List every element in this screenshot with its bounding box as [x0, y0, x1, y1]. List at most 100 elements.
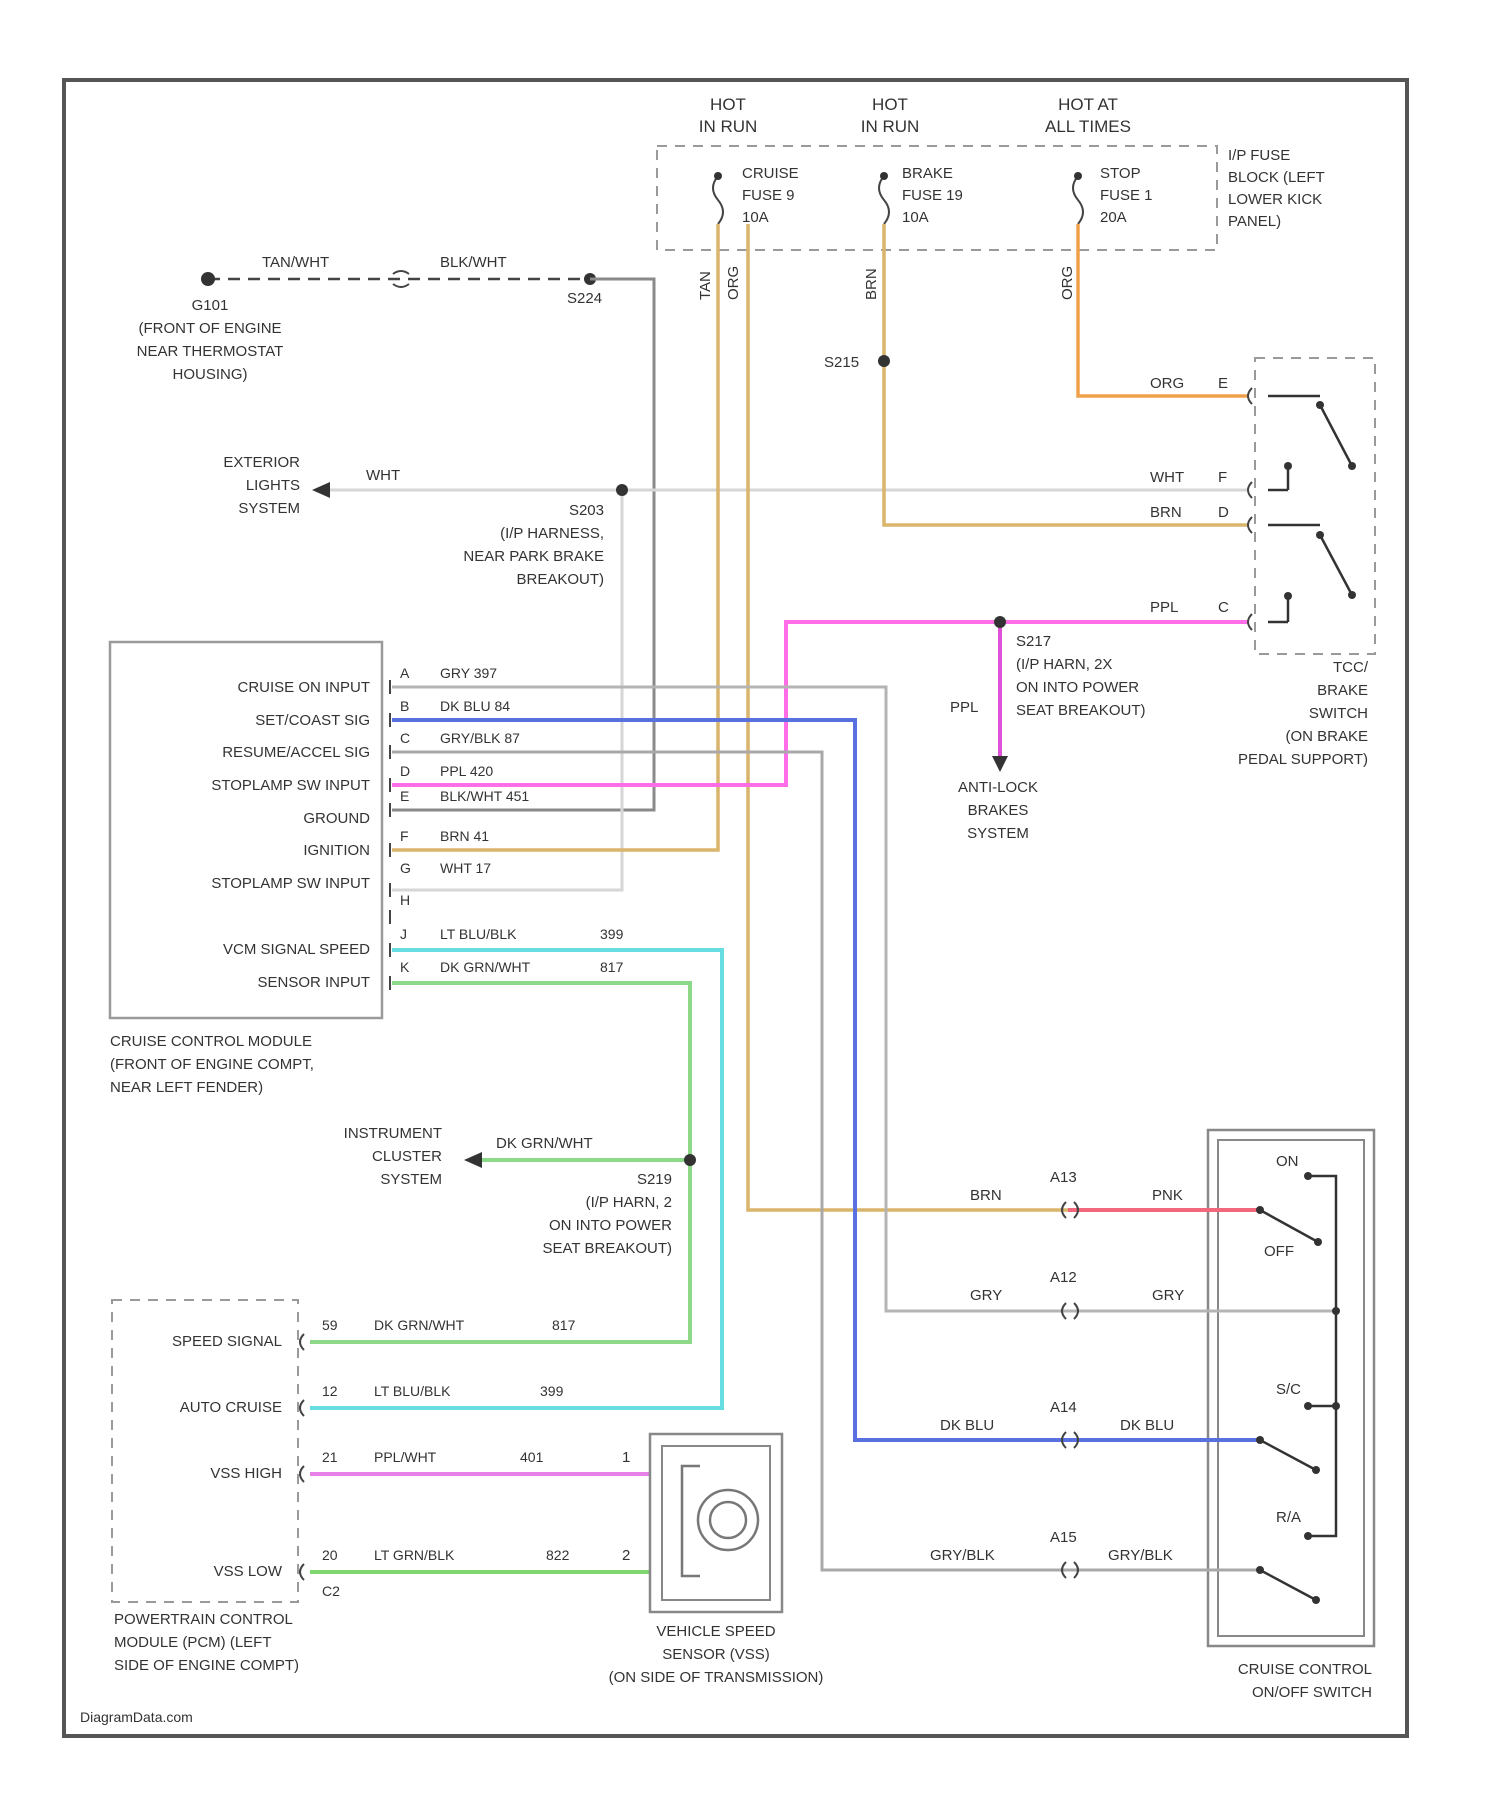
pcm-pin-number: 12 — [322, 1383, 338, 1399]
switch-left-wire-label: GRY/BLK — [930, 1547, 995, 1564]
ccm-wire-label: PPL 420 — [440, 763, 493, 779]
ccm-pin-label: STOPLAMP SW INPUT — [211, 777, 370, 794]
pcm-pin-label: VSS LOW — [214, 1563, 283, 1580]
pcm-connector-label: C2 — [322, 1583, 340, 1599]
instrument-wire-label: DK GRN/WHT — [496, 1135, 593, 1152]
tcc-connector-icon — [1248, 388, 1252, 630]
fuse-wire-tag: ORG — [725, 266, 742, 300]
ccm-wire-label: DK GRN/WHT — [440, 959, 531, 975]
ccm-pin-letter: G — [400, 860, 411, 876]
splice-s215-label: S215 — [824, 354, 859, 371]
vss-sensor-icon — [682, 1466, 758, 1576]
switch-pin-label: A15 — [1050, 1529, 1077, 1546]
pcm-pin-number: 20 — [322, 1547, 338, 1563]
ccm-circuit-label: 817 — [600, 959, 624, 975]
ccm-pin-label: CRUISE ON INPUT — [237, 679, 370, 696]
switch-position-label: R/A — [1276, 1509, 1301, 1526]
ccm-pin-label: GROUND — [303, 810, 370, 827]
switch-right-wire-label: DK BLU — [1120, 1417, 1174, 1434]
ccm-pin-letter: A — [400, 665, 410, 681]
tcc-wire-label: WHT — [1150, 469, 1184, 486]
pcm-wire-label: LT BLU/BLK — [374, 1383, 451, 1399]
pcm-pin-label: SPEED SIGNAL — [172, 1333, 282, 1350]
switch-left-wire-label: DK BLU — [940, 1417, 994, 1434]
pcm-circuit-label: 399 — [540, 1383, 564, 1399]
tcc-wire-label: PPL — [1150, 599, 1178, 616]
pcm-pin-number: 59 — [322, 1317, 338, 1333]
pcm-wire-label: DK GRN/WHT — [374, 1317, 465, 1333]
ccm-pin-letter: B — [400, 698, 409, 714]
brake-fuse-label: BRAKEFUSE 1910A — [902, 165, 963, 226]
cruise-control-module-label: CRUISE CONTROL MODULE(FRONT OF ENGINE CO… — [110, 1033, 314, 1096]
switch-pin-label: A14 — [1050, 1399, 1077, 1416]
abs-arrow-icon — [992, 756, 1008, 772]
switch-right-wire-label: GRY — [1152, 1287, 1184, 1304]
ccm-wire-label: WHT 17 — [440, 860, 491, 876]
switch-pin-label: A13 — [1050, 1169, 1077, 1186]
ppl-abs-wire-label: PPL — [950, 699, 978, 716]
tcc-pin-label: C — [1218, 599, 1229, 616]
ccm-pin-label: SENSOR INPUT — [257, 974, 370, 991]
tcc-brake-switch-box — [1255, 358, 1375, 654]
vss-pin-number: 2 — [622, 1547, 630, 1564]
ccm-pin-letter: C — [400, 730, 410, 746]
ccm-pin-letter: D — [400, 763, 410, 779]
blk-wht-wire — [392, 279, 654, 810]
ccm-pin-label: RESUME/ACCEL SIG — [222, 744, 370, 761]
dk-grn-wht-wire — [310, 983, 690, 1342]
instrument-arrow-icon — [464, 1152, 482, 1168]
vss-outer-box — [650, 1434, 782, 1612]
fuse-wire-tag: BRN — [863, 268, 880, 300]
ccm-pin-letter: H — [400, 892, 410, 908]
switch-position-label: ON — [1276, 1153, 1299, 1170]
stop-fuse-label: STOPFUSE 120A — [1100, 165, 1153, 226]
ccm-wire-label: GRY 397 — [440, 665, 497, 681]
splice-s219-node — [684, 1154, 696, 1166]
pcm-wire-label: LT GRN/BLK — [374, 1547, 455, 1563]
vss-inner-box — [662, 1446, 770, 1600]
switch-left-wire-label: BRN — [970, 1187, 1002, 1204]
pcm-pin-label: VSS HIGH — [210, 1465, 282, 1482]
ccm-pin-letter: F — [400, 828, 409, 844]
ccm-pin-letter: J — [400, 926, 407, 942]
pcm-wire-label: PPL/WHT — [374, 1449, 437, 1465]
ground-g101-node — [201, 272, 215, 286]
tcc-pin-label: D — [1218, 504, 1229, 521]
splice-s224-label: S224 — [567, 290, 602, 307]
tcc-switch-icon — [1268, 396, 1352, 622]
ccm-wire-label: LT BLU/BLK — [440, 926, 517, 942]
pcm-pin-number: 21 — [322, 1449, 338, 1465]
switch-pin-label: A12 — [1050, 1269, 1077, 1286]
ground-wire-label: BLK/WHT — [440, 254, 507, 271]
ccm-pin-letter: E — [400, 788, 409, 804]
tcc-pin-label: F — [1218, 469, 1227, 486]
vss-pin-number: 1 — [622, 1449, 630, 1466]
fuse-wire-tag: TAN — [697, 271, 714, 300]
pcm-circuit-label: 822 — [546, 1547, 570, 1563]
tcc-wire-label: ORG — [1150, 375, 1184, 392]
splice-s217-node — [994, 616, 1006, 628]
switch-left-wire-label: GRY — [970, 1287, 1002, 1304]
splice-s215-node — [878, 355, 890, 367]
ccm-pin-label: SET/COAST SIG — [255, 712, 370, 729]
splice-s203-node — [616, 484, 628, 496]
fuse-wire-tag: ORG — [1059, 266, 1076, 300]
tcc-pin-label: E — [1218, 375, 1228, 392]
ground-wire-label: TAN/WHT — [262, 254, 329, 271]
ccm-wire-label: BLK/WHT 451 — [440, 788, 529, 804]
ccm-circuit-label: 399 — [600, 926, 624, 942]
switch-position-label: S/C — [1276, 1381, 1301, 1398]
ccm-labels: CRUISE ON INPUT SET/COAST SIG RESUME/ACC… — [211, 679, 370, 991]
tcc-wire-label: BRN — [1150, 504, 1182, 521]
pcm-connector-icon — [300, 1334, 304, 1580]
